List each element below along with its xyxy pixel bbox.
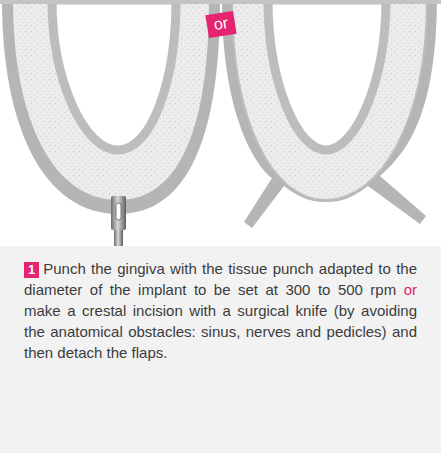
instruction-part: make a crestal incision with a surgical …: [24, 302, 417, 361]
tissue-punch: [111, 196, 126, 230]
or-word: or: [404, 281, 417, 298]
tissue-punch-section: [0, 0, 222, 246]
or-badge: or: [205, 11, 236, 38]
incision-flap-section: [220, 0, 441, 228]
step-number: 1: [24, 262, 39, 278]
instruction-text: 1Punch the gingiva with the tissue punch…: [24, 258, 417, 363]
gingiva-illustration: [0, 0, 441, 246]
instruction-part: Punch the gingiva with the tissue punch …: [24, 260, 417, 298]
